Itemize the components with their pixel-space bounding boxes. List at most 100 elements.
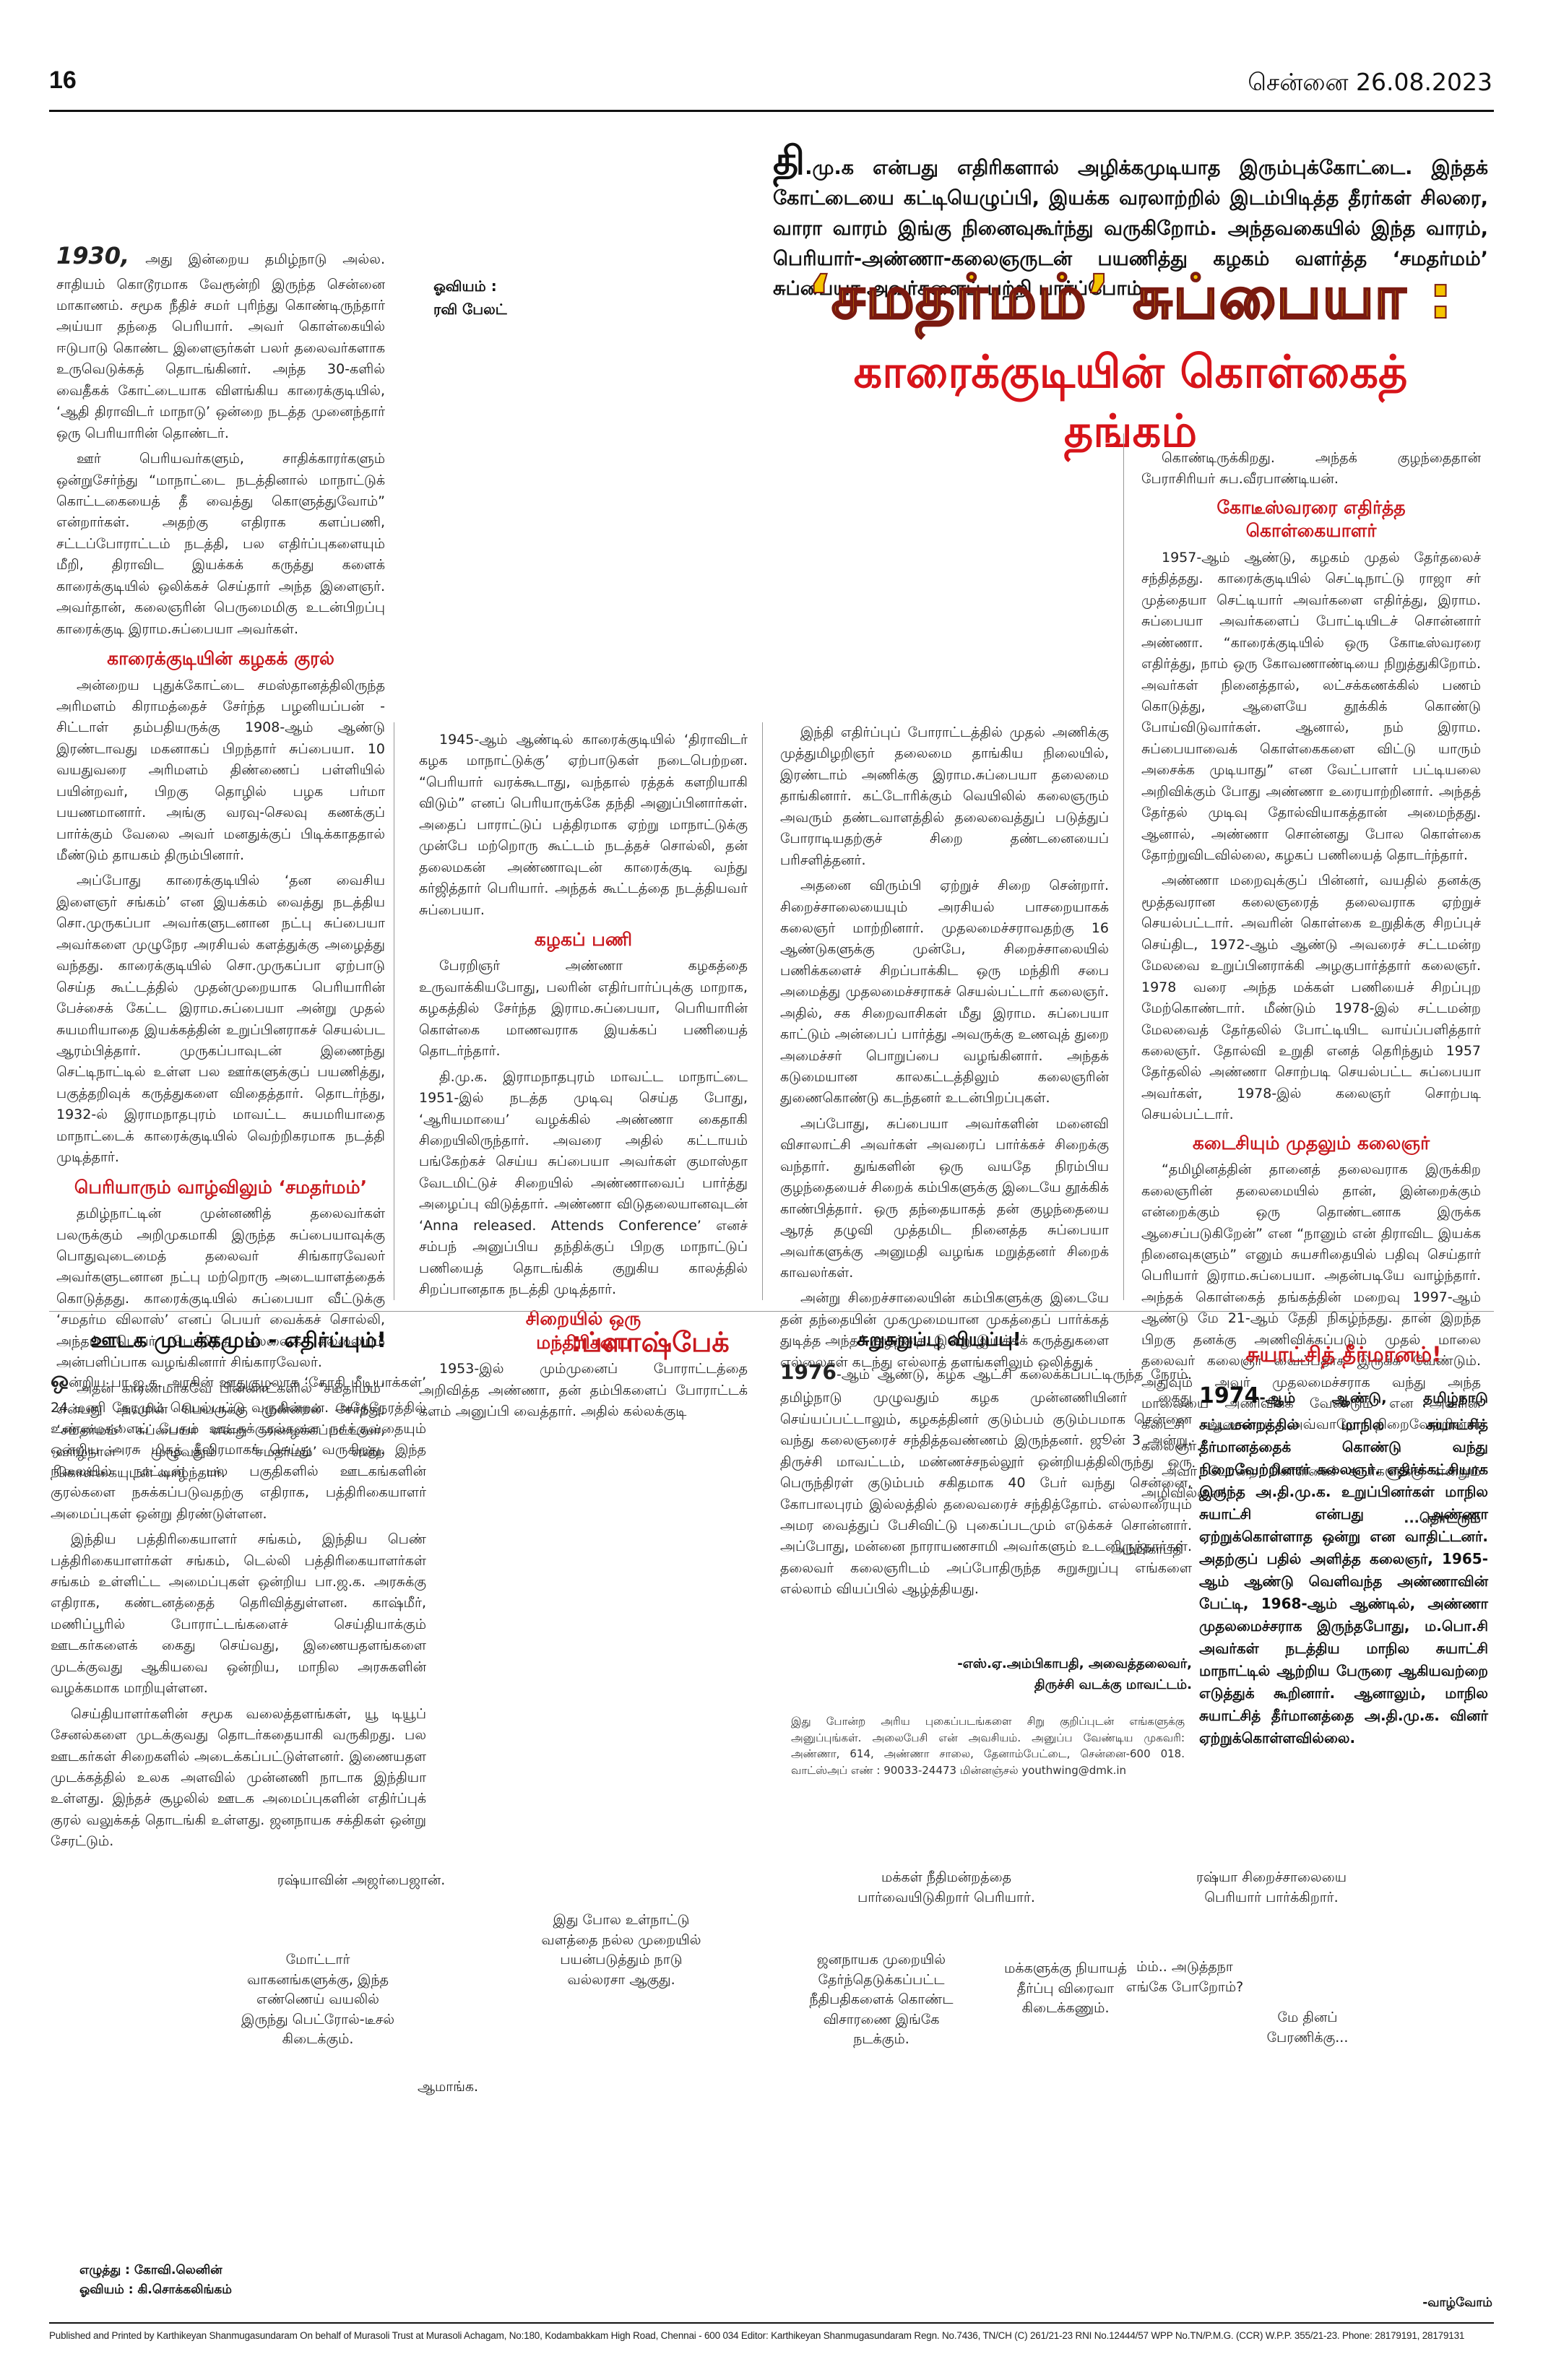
continued-label: ...தொடரும் — [1404, 1510, 1481, 1527]
col4-para: “தமிழினத்தின் தானைத் தலைவராக இருக்கிற கல… — [1141, 1161, 1481, 1454]
cartoon-caption-line: தேர்ந்தெடுக்கப்பட்ட — [818, 1971, 945, 1988]
cartoon-caption-line: விசாரணை இங்கே — [823, 2011, 940, 2028]
cartoon-caption: இது போல உள்நாட்டு வளத்தை நல்ல முறையில் ப… — [520, 1911, 722, 1990]
headline-line2: காரைக்குடியின் கொள்கைத் தங்கம் — [853, 345, 1408, 457]
headline-line1: ‘சமதர்மம்’ சுப்பையா : — [807, 261, 1453, 333]
cartoon-caption-line: தீர்ப்பு விரைவா — [1016, 1980, 1115, 1996]
cartoon-caption-line: பயன்படுத்தும் நாடு — [560, 1952, 683, 1968]
cartoon-caption-line: எங்கே போறோம்? — [1125, 1978, 1244, 1995]
subheading-kodeeswarar: கோடீஸ்வரரை எதிர்த்த கொள்கையாளர் — [1141, 496, 1481, 543]
column-rule — [1123, 433, 1124, 1300]
subheading-kazhaga-kural: காரைக்குடியின் கழகக் குரல் — [107, 648, 334, 670]
col3-para: இந்தி எதிர்ப்புப் போராட்டத்தில் முதல் அண… — [780, 724, 1109, 868]
cartoon-caption: ரஷ்யா சிறைச்சாலையை பெரியார் பார்க்கிறார்… — [1170, 1868, 1373, 1908]
subheading-kazhaga-pani: கழகப் பணி — [534, 928, 633, 950]
cartoon-caption: ஆமாங்க. — [417, 2079, 479, 2095]
credit-label: ஓவியம் : — [433, 277, 497, 295]
cartoon-caption-line: மக்களுக்கு நியாயத் — [1004, 1960, 1127, 1976]
cartoon-caption-line: எண்ணெய் வயலில் — [256, 1991, 379, 2008]
col4-para: கொண்டிருக்கிறது. அந்தக் குழந்தைதான் பேரா… — [1141, 450, 1481, 488]
col2-para: தி.மு.க. இராமநாதபுரம் மாவட்ட மாநாட்டை 19… — [419, 1068, 748, 1297]
lead-year: 1930, — [56, 242, 130, 269]
cartoon-caption-line: இருந்து பெட்ரோல்-டீசல் — [241, 2011, 395, 2028]
cartoon-caption-line: வாகனங்களுக்கு, இந்த — [246, 1971, 389, 1988]
cartoon-caption: மக்கள் நீதிமன்றத்தை பார்வையிடுகிறார் பெர… — [838, 1868, 1055, 1908]
subheading-kadaisiyum: கடைசியும் முதலும் கலைஞர் — [1192, 1132, 1430, 1154]
article-column-1: 1930, அது இன்றைய தமிழ்நாடு அல்ல. சாதியம்… — [56, 238, 385, 1489]
col4-para: அவர் போன்ற கொள்கைச் சுடர்களுக்கு என்றும்… — [1141, 1463, 1481, 1501]
illustration-credit: ஓவியம் : ரவி பேலட் — [433, 274, 507, 321]
suru-title: சுறுசுறுப்பு வியப்பு! — [857, 1329, 1021, 1351]
cartoon-caption-line: ஜனநாயக முறையில் — [816, 1952, 946, 1968]
suru-para: -ஆம் ஆண்டு, கழக ஆட்சி கலைக்கப்பட்டிருந்த… — [780, 1367, 1192, 1598]
page-number: 16 — [49, 66, 77, 94]
cartoon-continued: -வாழ்வோம் — [1422, 2295, 1492, 2310]
section-rule — [49, 1311, 1494, 1312]
suru-note: இது போன்ற அரிய புகைப்படங்களை சிறு குறிப்… — [791, 1715, 1185, 1777]
col2-para: 1953-இல் மும்முனைப் போராட்டத்தை அறிவித்த… — [419, 1361, 748, 1420]
cartoon-caption-line: இது போல உள்நாட்டு — [553, 1912, 690, 1928]
media-para: செய்தியாளர்களின் சமூக வலைத்தளங்கள், யூ ட… — [51, 1705, 426, 1850]
samacheer-box: 1974-ஆம் ஆண்டு, தமிழ்நாடு சட்டமன்றத்தில்… — [1199, 1380, 1488, 1749]
col3-para: அன்று சிறைச்சாலையின் கம்பிகளுக்கு இடையே … — [780, 1290, 1109, 1370]
col2-para: 1945-ஆம் ஆண்டில் காரைக்குடியில் ‘திராவிட… — [419, 732, 748, 918]
cartoon-caption-line: பார்வையிடுகிறார் பெரியார். — [857, 1889, 1035, 1905]
cartoon-caption-line: வல்லரசா ஆகுது. — [567, 1971, 675, 1988]
media-lead-char: ஒ — [51, 1367, 69, 1393]
media-para: இந்திய பத்திரிகையாளர் சங்கம், இந்திய பெண… — [51, 1531, 426, 1697]
samacheer-para: -ஆம் ஆண்டு, தமிழ்நாடு சட்டமன்றத்தில் மாந… — [1199, 1389, 1488, 1747]
cartoon-caption: ஜனநாயக முறையில் தேர்ந்தெடுக்கப்பட்ட நீதி… — [798, 1950, 964, 2050]
col4-para: அண்ணா மறைவுக்குப் பின்னர், வயதில் தனக்கு… — [1141, 873, 1481, 1123]
cartoon-caption-line: கிடைக்கும். — [282, 2031, 354, 2048]
col1-para: ஊர் பெரியவர்களும், சாதிக்காரர்களும் ஒன்ற… — [56, 451, 385, 637]
cartoon-caption-line: நீதிபதிகளைக் கொண்ட — [809, 1991, 954, 2008]
cartoon-caption: ம்ம்.. அடுத்தநா எங்கே போறோம்? — [1109, 1957, 1261, 1997]
header-rule — [49, 110, 1494, 112]
signature-line: திருச்சி வடக்கு மாவட்டம். — [1034, 1676, 1192, 1692]
cartoon-caption: மே தினப் பேரணிக்கு... — [1235, 2008, 1380, 2048]
subheading-line: மந்திரிசபை — [536, 1331, 631, 1353]
cartoon-caption-line: பேரணிக்கு... — [1266, 2029, 1349, 2046]
subheading-samatharmam: பெரியாரும் வாழ்விலும் ‘சமதர்மம்’ — [74, 1176, 368, 1198]
intro-block: தி.மு.க என்பது எதிரிகளால் அழிக்கமுடியாத … — [773, 142, 1488, 304]
cartoon-credits: எழுத்து : கோவி.லெனின் ஓவியம் : கி.சொக்கல… — [79, 2261, 232, 2300]
subheading-line: கோடீஸ்வரரை எதிர்த்த — [1216, 496, 1406, 518]
cartoon-caption: மோட்டார் வாகனங்களுக்கு, இந்த எண்ணெய் வயல… — [224, 1950, 412, 2050]
cartoon-caption-line: வளத்தை நல்ல முறையில் — [541, 1931, 701, 1948]
cartoon-caption-line: மோட்டார் — [285, 1952, 350, 1968]
cartoon-caption: மக்களுக்கு நியாயத் தீர்ப்பு விரைவா கிடைக… — [982, 1959, 1149, 2019]
col1-para: அதன் காரணமாகவே பின்னாட்களில் ‘சமதர்மம்’ … — [56, 1380, 385, 1481]
intro-lead-char: தி — [773, 138, 805, 183]
suru-signature: -எஸ்.ஏ.அம்பிகாபதி, அவைத்தலைவர், திருச்சி… — [780, 1654, 1192, 1696]
media-para: ன்றிய பா.ஜ.க. அரசின் ஊதுகுழலாக ‘கோதி மீட… — [51, 1375, 426, 1522]
cartoon-caption-line: நடக்கும். — [853, 2031, 909, 2048]
flashback-title: :ப்ளாஷ்பேக் — [571, 1326, 730, 1358]
samacheer-lead-year: 1974 — [1199, 1383, 1260, 1408]
subheading-line: சிறையில் ஒரு — [525, 1308, 641, 1330]
credit-name: ரவி பேலட் — [433, 300, 507, 318]
cartoon-caption-line: மக்கள் நீதிமன்றத்தை — [881, 1869, 1011, 1885]
cartoon-caption-line: ம்ம்.. அடுத்தநா — [1136, 1959, 1233, 1975]
col2-para: பேரறிஞர் அண்ணா கழகத்தை உருவாக்கியபோது, ப… — [419, 958, 748, 1060]
subheading-line: கொள்கையாளர் — [1245, 520, 1377, 542]
col1-para: அப்போது காரைக்குடியில் ‘தன வைசிய இளைஞர் … — [56, 873, 385, 1166]
cartoon-caption-line: மே தினப் — [1277, 2009, 1338, 2025]
date-line: சென்னை 26.08.2023 — [1248, 68, 1492, 96]
article-column-4: கொண்டிருக்கிறது. அந்தக் குழந்தைதான் பேரா… — [1141, 448, 1481, 1530]
media-box: ஒன்றிய பா.ஜ.க. அரசின் ஊதுகுழலாக ‘கோதி மீ… — [51, 1364, 426, 1857]
media-title: ஊடக முடக்கமும் - எதிர்ப்பும்! — [90, 1328, 386, 1352]
cartoon-writer: எழுத்து : கோவி.லெனின் — [79, 2263, 222, 2277]
footer-rule — [49, 2322, 1494, 2324]
col1-para: அது இன்றைய தமிழ்நாடு அல்ல. சாதியம் கொடூர… — [56, 251, 385, 441]
cartoon-caption-line: ரஷ்யா சிறைச்சாலையை — [1196, 1869, 1347, 1885]
cartoon-caption-line: பெரியார் பார்க்கிறார். — [1204, 1889, 1339, 1905]
intro-text: .மு.க என்பது எதிரிகளால் அழிக்கமுடியாத இர… — [773, 157, 1488, 300]
column-rule — [762, 722, 763, 1300]
samacheer-title: சுயாட்சித் தீர்மானம்! — [1245, 1342, 1442, 1367]
cartoon-caption: ரஷ்யாவின் அஜர்பைஜான். — [277, 1872, 446, 1888]
cartoon-artist: ஓவியம் : கி.சொக்கலிங்கம் — [79, 2282, 232, 2298]
photo-caption: அம்பிகாபதி — [1111, 1542, 1183, 1557]
subheading-siraiyil: சிறையில் ஒரு மந்திரிசபை — [419, 1307, 748, 1354]
suru-box: 1976-ஆம் ஆண்டு, கழக ஆட்சி கலைக்கப்பட்டிர… — [780, 1356, 1192, 1605]
cartoon-caption-line: கிடைக்கணும். — [1021, 2000, 1110, 2017]
